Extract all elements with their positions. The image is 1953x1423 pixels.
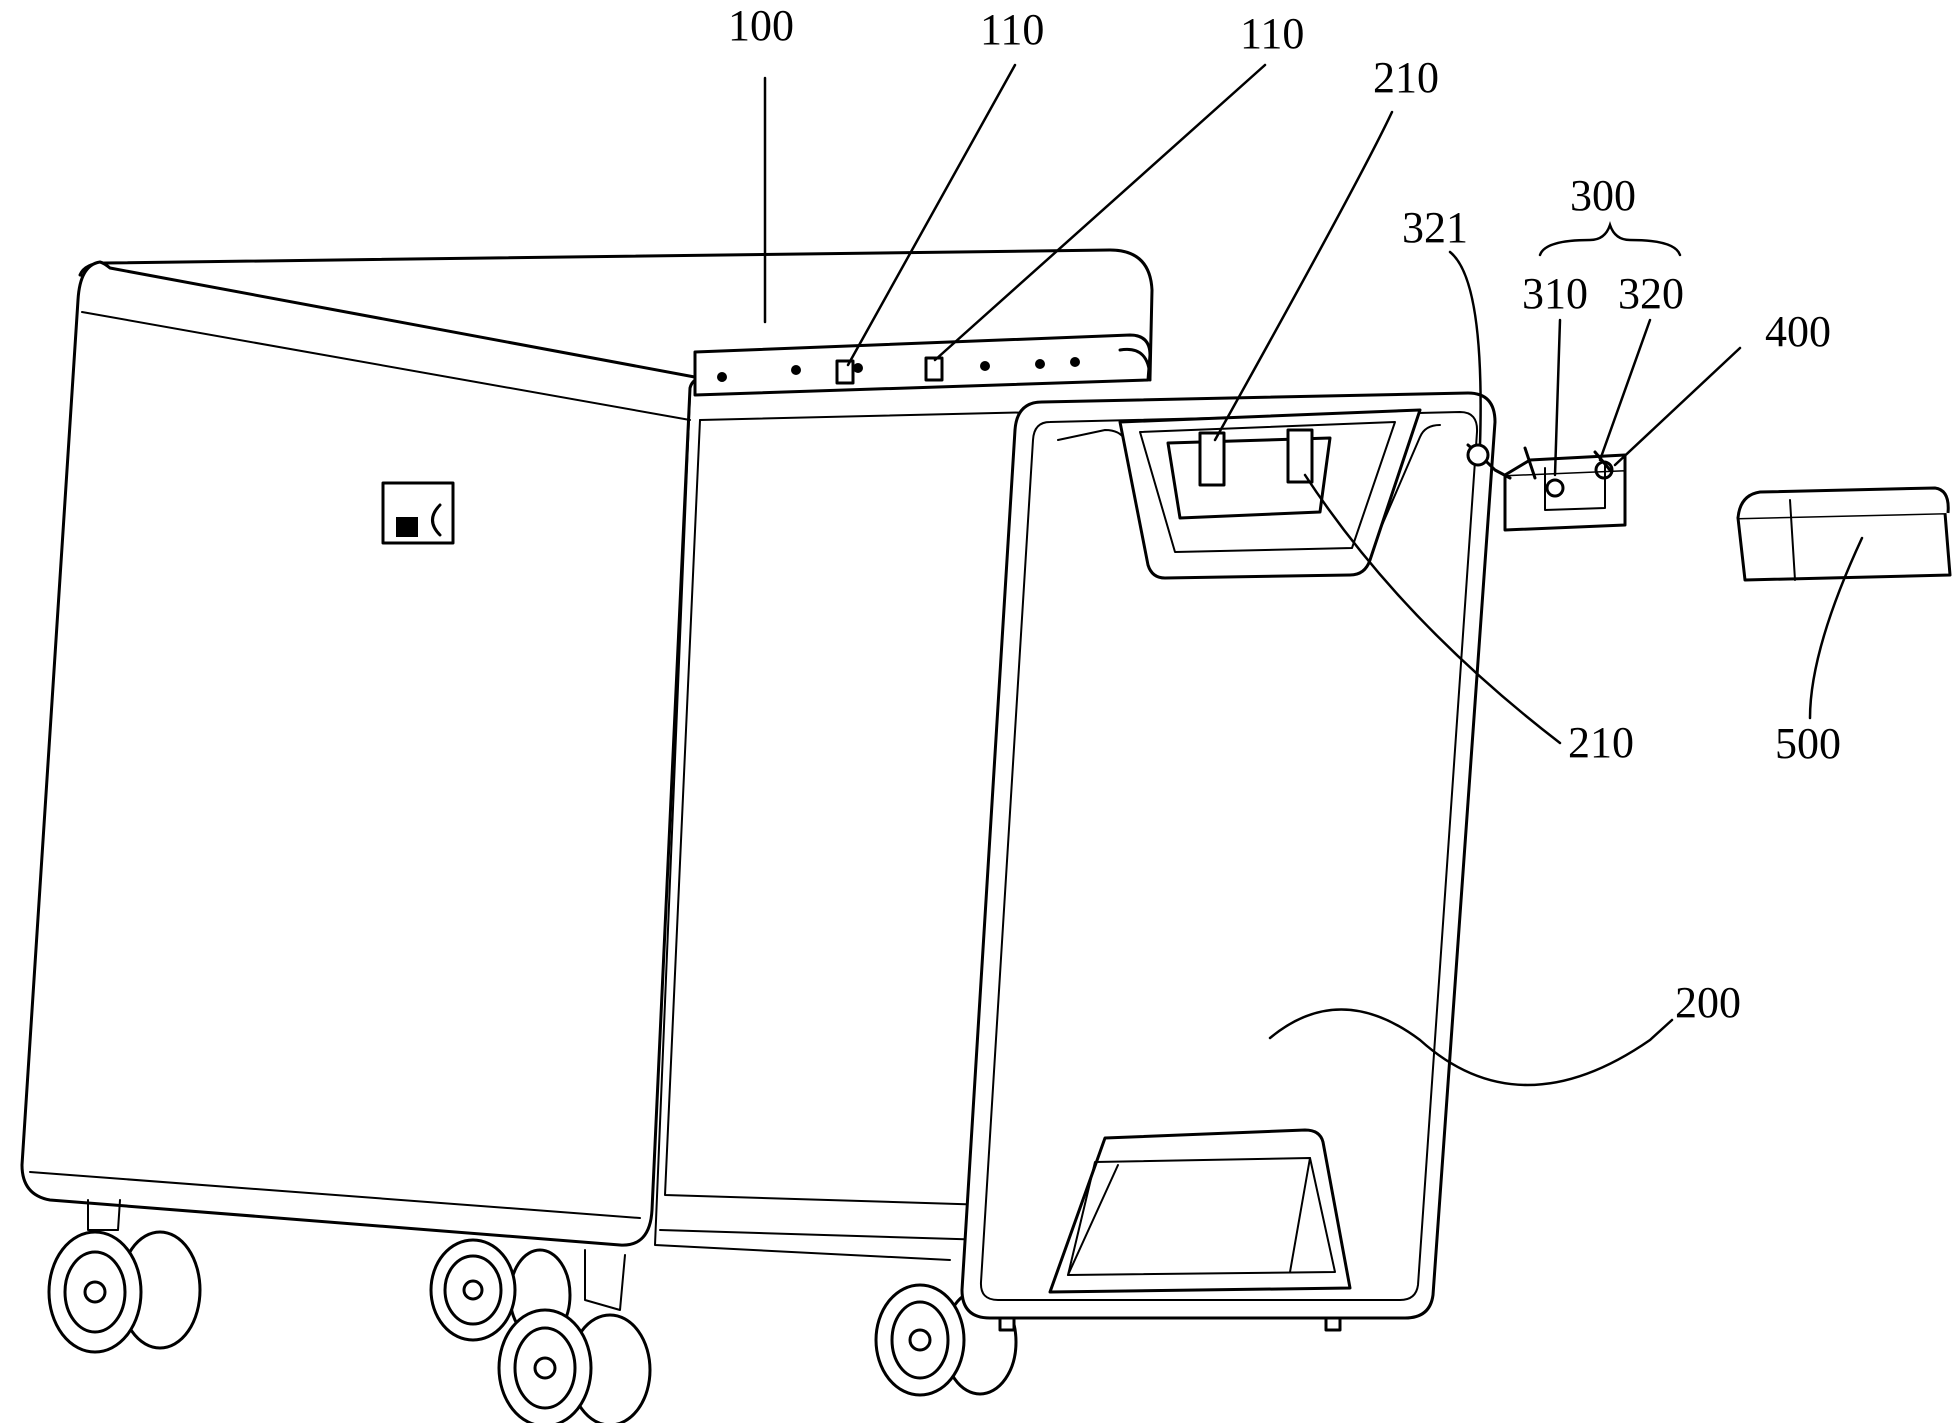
- leader-310: [1555, 320, 1560, 475]
- label-200: 200: [1675, 978, 1741, 1027]
- label-400: 400: [1765, 307, 1831, 356]
- label-500: 500: [1775, 719, 1841, 768]
- label-100: 100: [728, 1, 794, 50]
- label-210-bottom: 210: [1568, 718, 1634, 767]
- brace-300: [1540, 225, 1680, 255]
- label-320: 320: [1618, 269, 1684, 318]
- label-310: 310: [1522, 269, 1588, 318]
- label-110-a: 110: [980, 5, 1044, 54]
- label-110-b: 110: [1240, 9, 1304, 58]
- leader-210-top: [1215, 112, 1392, 440]
- wheel-front-left: [49, 1200, 200, 1352]
- door-panel: [962, 393, 1495, 1330]
- label-210-top: 210: [1373, 53, 1439, 102]
- label-300: 300: [1570, 171, 1636, 220]
- cover-block: [1738, 488, 1950, 580]
- label-321: 321: [1402, 203, 1468, 252]
